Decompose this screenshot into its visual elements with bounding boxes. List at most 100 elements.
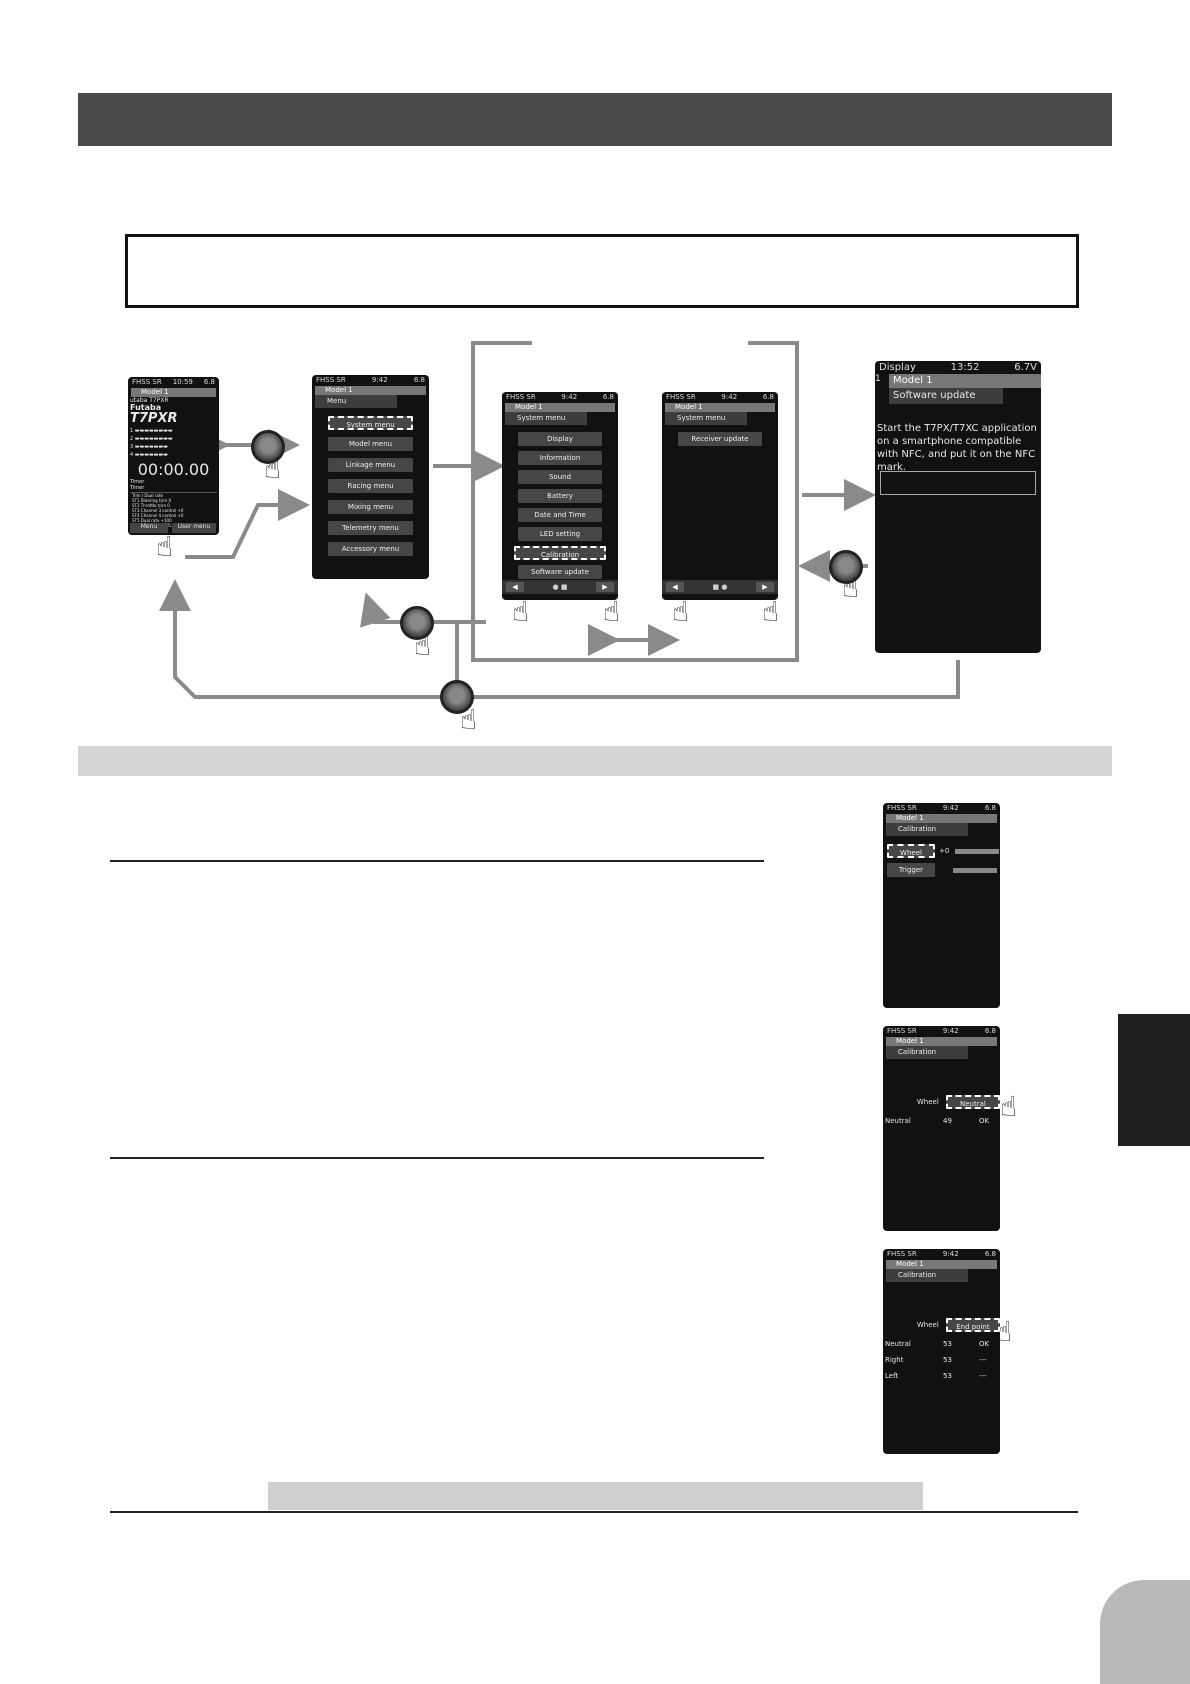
table-row: Right 53 --- [885,1356,987,1364]
wheel-button[interactable]: Wheel [887,844,935,858]
page-navigation: ◀ ■ ● ▶ [662,580,778,594]
status-left: FHSS SR [316,376,346,384]
display-button[interactable]: Display [518,432,602,446]
racing-menu-button[interactable]: Racing menu [328,479,413,493]
status-left: FHSS SR [132,378,162,386]
timer-display[interactable]: 00:00.00 [137,460,210,479]
battery-button[interactable]: Battery [518,489,602,503]
finger-tap-icon: ☝ [512,595,530,628]
linkage-menu-button[interactable]: Linkage menu [328,458,413,472]
section-bar [78,746,1112,776]
page-number-tab [1100,1580,1190,1684]
finger-tap-icon: ☝ [264,452,282,485]
status-time: 10:59 [172,378,193,386]
led-setting-button[interactable]: LED setting [518,527,602,541]
timer-label: Timer [130,479,145,485]
status-time: 9:42 [371,376,388,384]
menu-button[interactable]: Menu [130,523,168,533]
divider-rule [110,860,764,862]
brand-line: utaba T7PXR [130,397,169,404]
model-name: Model 1 [889,374,1041,388]
trim-bar: 1 ▬▬▬▬▬▬▬▬ [130,428,173,434]
brand-logo: Futaba [130,403,162,412]
screen-title: System menu [505,412,587,425]
trim-bars: 1 ▬▬▬▬▬▬▬▬ 2 ▬▬▬▬▬▬▬▬ 3 ▬▬▬▬▬▬▬ 4 ▬▬▬▬▬▬… [128,425,219,461]
prev-page-button[interactable]: ◀ [506,582,524,592]
timer-label: Timer [130,485,145,491]
battery-level: 6.8 [984,1250,996,1258]
trigger-button[interactable]: Trigger [887,863,935,877]
screen-title: Calibration [886,823,968,836]
date-time-button[interactable]: Date and Time [518,508,602,522]
status-time: 13:52 [950,362,980,373]
finger-tap-icon: ☝ [672,595,690,628]
battery-level: 6.8 [602,393,614,401]
notice-box [125,234,1079,308]
battery-level: 6.8 [984,804,996,812]
system-menu-button[interactable]: System menu [328,416,413,430]
accessory-menu-button[interactable]: Accessory menu [328,542,413,556]
end-point-button[interactable]: End point [945,1318,1000,1332]
user-menu-button[interactable]: User menu [172,523,216,533]
software-update-button[interactable]: Software update [518,565,602,579]
list-item: ST1 Steering trim 0 [132,498,171,503]
list-item: ST4 Channel 4 control +0 [132,513,184,518]
status-left: FHSS SR [666,393,696,401]
list-item: ST2 Throttle trim 0 [132,503,170,508]
sound-button[interactable]: Sound [518,470,602,484]
screen-title: Software update [889,388,1003,404]
page-navigation: ◀ ● ■ ▶ [502,580,618,594]
finger-tap-icon: ☝ [1000,1090,1018,1123]
wheel-label: Wheel [916,1098,939,1106]
divider-rule [110,1157,764,1159]
next-page-button[interactable]: ▶ [595,582,614,592]
battery-level: 6.7V [1014,362,1037,373]
status-time: 9:42 [942,804,959,812]
page-indicator: ● ■ [552,583,568,591]
next-page-button[interactable]: ▶ [755,582,774,592]
neutral-row: Neutral 49 OK [885,1117,990,1125]
footer-bar [268,1482,923,1510]
status-left: FHSS SR [887,804,917,812]
information-button[interactable]: Information [518,451,602,465]
mixing-menu-button[interactable]: Mixing menu [328,500,413,514]
receiver-update-button[interactable]: Receiver update [678,432,762,446]
list-title: Trim / Dual rate [132,493,163,498]
calibration-button[interactable]: Calibration [514,546,606,560]
instruction-message: Start the T7PX/T7XC application on a sma… [877,423,1037,473]
jog-button-icon [440,680,474,714]
model-number: 1 [875,374,881,384]
screen-title: Calibration [886,1046,968,1059]
status-left: FHSS SR [887,1027,917,1035]
battery-level: 6.8 [413,376,425,384]
status-time: 9:42 [942,1250,959,1258]
screen-title: System menu [665,412,747,425]
model-menu-button[interactable]: Model menu [328,437,413,451]
status-time: 9:42 [942,1027,959,1035]
jog-button-icon [829,550,863,584]
model-name: Model 1 [665,403,775,412]
side-tab [1118,1014,1190,1146]
status-left: FHSS SR [887,1250,917,1258]
list-item: ST5 Dual rate +100 [132,518,172,523]
finger-tap-icon: ☝ [460,703,478,736]
model-name: Model 1 [886,814,997,823]
status-time: 9:42 [721,393,738,401]
model-name: Model 1 [886,1260,997,1269]
nfc-status-field [880,471,1036,495]
trim-bar: 2 ▬▬▬▬▬▬▬▬ [130,436,173,442]
calibration-screen-select: FHSS SR 9:42 6.8 Model 1 Calibration Wheel… [883,803,1000,1008]
finger-tap-icon: ☝ [842,571,860,604]
status-left: FHSS SR [506,393,536,401]
finger-tap-icon: ☝ [603,595,621,628]
prev-page-button[interactable]: ◀ [666,582,684,592]
wheel-gauge [955,848,1000,854]
neutral-button[interactable]: Neutral [945,1095,1000,1109]
jog-button-icon [400,606,434,640]
battery-level: 6.8 [984,1027,996,1035]
telemetry-menu-button[interactable]: Telemetry menu [328,521,413,535]
